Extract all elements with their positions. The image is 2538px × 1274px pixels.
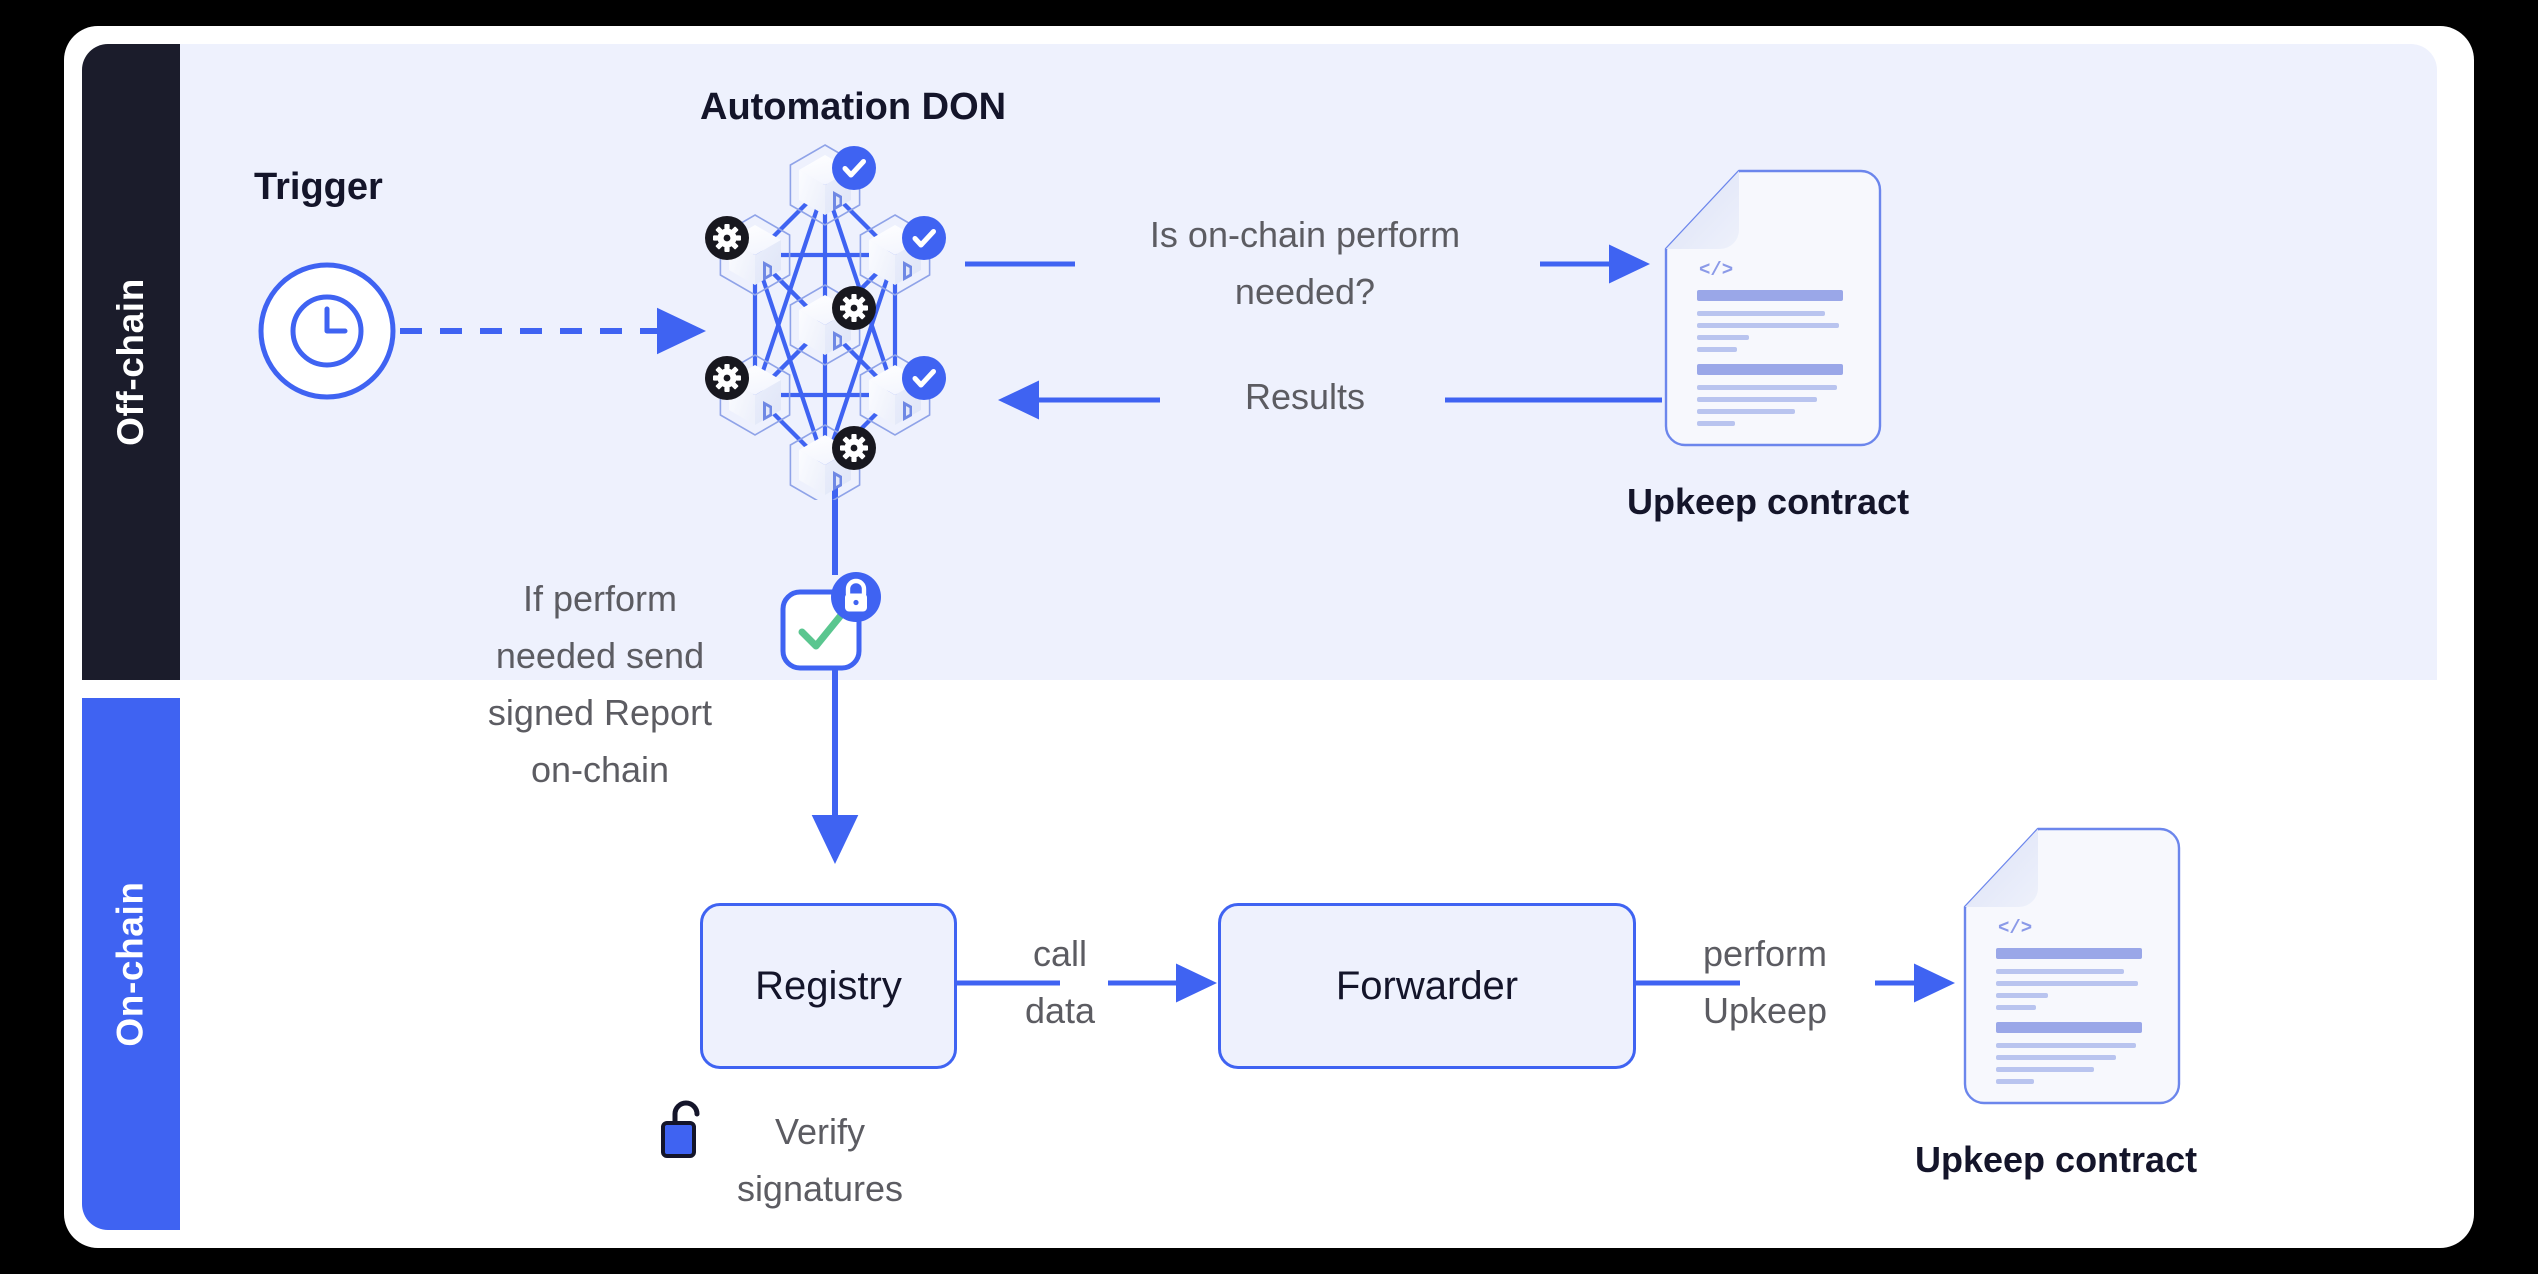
lock-open-icon (661, 1100, 700, 1158)
automation-don-node-cluster (705, 140, 995, 500)
upkeep-contract-document-offchain: </> (1664, 169, 1882, 447)
check-badge-icon (902, 216, 946, 260)
signed-report-icon (780, 572, 881, 671)
forwarder-label: Forwarder (1335, 963, 1519, 1008)
registry-label: Registry (755, 963, 902, 1008)
section-title-trigger: Trigger (254, 166, 383, 208)
label-is-onchain-perform-needed: Is on-chain perform needed? (1149, 214, 1461, 312)
gear-badge-icon (832, 426, 876, 470)
check-badge-icon (902, 356, 946, 400)
registry-box[interactable]: Registry (700, 903, 957, 1069)
band-onchain-label: On-chain (110, 881, 152, 1047)
label-call-data: call data (1024, 933, 1096, 1031)
band-onchain: On-chain (82, 698, 180, 1230)
label-upkeep-contract-onchain: Upkeep contract (1915, 1139, 2198, 1180)
lock-closed-icon (831, 572, 881, 622)
svg-text:</>: </> (1998, 917, 2032, 939)
svg-text:</>: </> (1699, 259, 1733, 281)
label-verify-signatures: Verify signatures (736, 1111, 904, 1209)
code-icon: </> (1998, 917, 2032, 939)
band-offchain-label: Off-chain (110, 278, 151, 446)
upkeep-contract-document-onchain: </> (1963, 827, 2181, 1105)
offchain-panel (82, 44, 2437, 680)
label-if-perform-needed: If perform needed send signed Report on-… (487, 578, 713, 790)
check-badge-icon (832, 146, 876, 190)
page-title-automation-don: Automation DON (700, 86, 1007, 128)
gear-badge-icon (705, 356, 749, 400)
label-upkeep-contract-offchain: Upkeep contract (1627, 481, 1910, 522)
forwarder-box[interactable]: Forwarder (1218, 903, 1636, 1069)
gear-badge-icon (705, 216, 749, 260)
clock-icon (258, 262, 396, 400)
band-offchain: Off-chain (82, 44, 180, 680)
label-results: Results (1244, 376, 1366, 417)
gear-badge-icon (832, 286, 876, 330)
label-perform-upkeep: perform Upkeep (1702, 933, 1828, 1031)
code-icon: </> (1699, 259, 1733, 281)
